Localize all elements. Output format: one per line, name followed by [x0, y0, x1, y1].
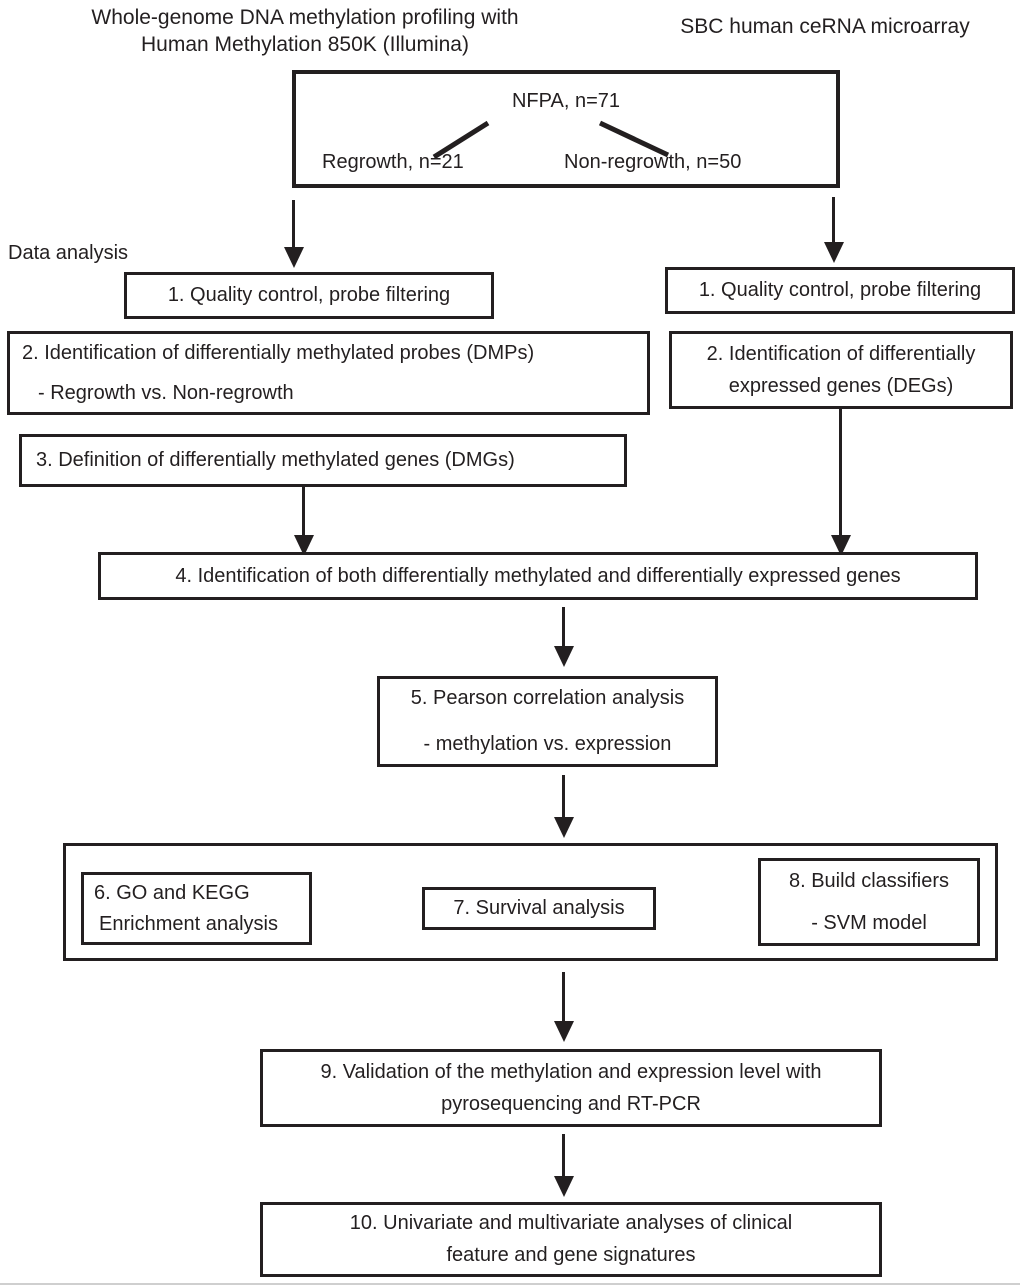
classifiers-line1: 8. Build classifiers — [788, 869, 950, 892]
box-validation: 9. Validation of the methylation and exp… — [260, 1049, 882, 1127]
pearson-line1: 5. Pearson correlation analysis — [410, 687, 685, 709]
multivariate-line1: 10. Univariate and multivariate analyses… — [349, 1212, 793, 1234]
box-multivariate: 10. Univariate and multivariate analyses… — [260, 1202, 882, 1277]
arrow-validation-to-multivariate — [562, 1134, 565, 1176]
box-build-classifiers: 8. Build classifiers - SVM model — [758, 858, 980, 946]
box-analyses-container: 6. GO and KEGG Enrichment analysis 7. Su… — [63, 843, 998, 961]
dmp-line2: - Regrowth vs. Non-regrowth — [38, 381, 294, 404]
header-microarray-platform: SBC human ceRNA microarray — [640, 14, 1010, 41]
go-kegg-line2: Enrichment analysis — [99, 912, 278, 935]
arrow-pearson-to-analyses — [562, 775, 565, 817]
multivariate-line2: feature and gene signatures — [446, 1244, 696, 1266]
arrow-analyses-to-validation — [562, 972, 565, 1021]
go-kegg-line1: 6. GO and KEGG — [94, 881, 250, 904]
arrow-deg-to-overlap — [839, 409, 842, 535]
right-qc-label: 1. Quality control, probe filtering — [698, 279, 982, 301]
branch-line-right — [598, 120, 670, 158]
box-survival-analysis: 7. Survival analysis — [422, 887, 656, 930]
pearson-line2: - methylation vs. expression — [423, 733, 672, 755]
box-left-quality-control: 1. Quality control, probe filtering — [124, 272, 494, 319]
arrow-dmg-to-overlap — [302, 487, 305, 535]
header-methylation-line2: Human Methylation 850K (Illumina) — [141, 32, 469, 56]
left-qc-label: 1. Quality control, probe filtering — [167, 284, 451, 306]
figure-bottom-edge — [0, 1283, 1020, 1285]
cohort-nonregrowth-label: Non-regrowth, n=50 — [564, 151, 742, 173]
survival-label: 7. Survival analysis — [453, 897, 625, 919]
dmg-label: 3. Definition of differentially methylat… — [36, 449, 515, 471]
deg-line2: expressed genes (DEGs) — [728, 374, 954, 397]
box-right-quality-control: 1. Quality control, probe filtering — [665, 267, 1015, 314]
cohort-box: NFPA, n=71 Regrowth, n=21 Non-regrowth, … — [292, 70, 840, 188]
header-methylation-platform: Whole-genome DNA methylation profiling w… — [40, 5, 570, 59]
header-methylation-line1: Whole-genome DNA methylation profiling w… — [91, 6, 519, 29]
box-dmg-definition: 3. Definition of differentially methylat… — [19, 434, 627, 487]
branch-lines — [432, 120, 670, 160]
box-deg-identification: 2. Identification of differentially expr… — [669, 331, 1013, 409]
section-label-data-analysis: Data analysis — [8, 242, 129, 264]
deg-line1: 2. Identification of differentially — [706, 342, 976, 365]
header-microarray-line1: SBC human ceRNA microarray — [680, 15, 970, 38]
arrow-cohort-to-left-qc — [292, 200, 295, 247]
dmp-line1: 2. Identification of differentially meth… — [22, 341, 535, 364]
classifiers-line2: - SVM model — [811, 911, 927, 934]
box-go-kegg: 6. GO and KEGG Enrichment analysis — [81, 872, 312, 945]
box-pearson-correlation: 5. Pearson correlation analysis - methyl… — [377, 676, 718, 767]
box-overlap-identification: 4. Identification of both differentially… — [98, 552, 978, 600]
cohort-root-label: NFPA, n=71 — [511, 90, 621, 112]
validation-line1: 9. Validation of the methylation and exp… — [320, 1060, 822, 1083]
arrow-cohort-to-right-qc — [832, 197, 835, 242]
arrow-overlap-to-pearson — [562, 607, 565, 646]
validation-line2: pyrosequencing and RT-PCR — [441, 1092, 701, 1115]
branch-line-left — [432, 120, 490, 160]
box-dmp-identification: 2. Identification of differentially meth… — [7, 331, 650, 415]
overlap-label: 4. Identification of both differentially… — [175, 564, 901, 587]
cohort-regrowth-label: Regrowth, n=21 — [322, 151, 464, 173]
